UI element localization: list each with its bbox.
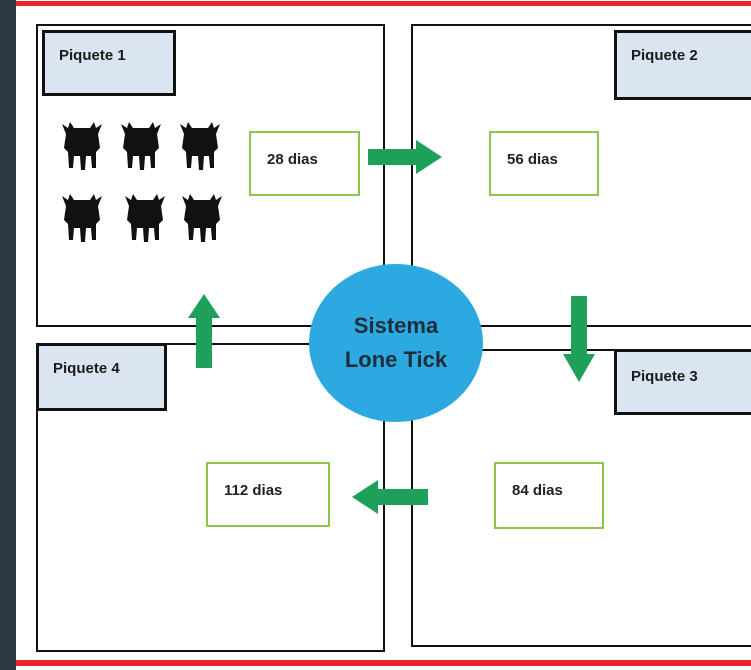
center-line-1: Sistema — [353, 313, 439, 338]
top-red-border — [16, 1, 751, 6]
days-box-84: 84 dias — [494, 462, 604, 529]
arrow-up-icon — [188, 294, 220, 368]
paddock-3-label-text: Piquete 3 — [631, 368, 698, 385]
paddock-2-label-text: Piquete 2 — [631, 47, 698, 64]
days-28-text: 28 dias — [267, 151, 318, 168]
paddock-2-label: Piquete 2 — [614, 30, 751, 100]
paddock-1-label-text: Piquete 1 — [59, 47, 126, 64]
cow-icon — [180, 190, 224, 244]
paddock-3-label: Piquete 3 — [614, 349, 751, 415]
paddock-1-label: Piquete 1 — [42, 30, 176, 96]
cow-icon — [123, 190, 167, 244]
arrow-left-icon — [352, 480, 428, 514]
arrow-down-icon — [563, 296, 595, 382]
days-112-text: 112 dias — [224, 482, 283, 499]
center-circle: Sistema Lone Tick — [309, 264, 483, 422]
cow-icon — [178, 118, 222, 172]
arrow-right-icon — [368, 140, 442, 174]
diagram-frame: Piquete 1 Piquete 2 Piquete 4 Piquete 3 … — [16, 0, 751, 670]
paddock-4-label-text: Piquete 4 — [53, 360, 120, 377]
days-56-text: 56 dias — [507, 151, 558, 168]
center-line-2: Lone Tick — [344, 347, 448, 372]
cow-icon — [60, 190, 104, 244]
cow-icon — [60, 118, 104, 172]
days-box-56: 56 dias — [489, 131, 599, 196]
days-84-text: 84 dias — [512, 482, 563, 499]
days-box-28: 28 dias — [249, 131, 360, 196]
cow-icon — [119, 118, 163, 172]
paddock-4-label: Piquete 4 — [36, 343, 167, 411]
days-box-112: 112 dias — [206, 462, 330, 527]
bottom-red-border — [16, 660, 751, 666]
